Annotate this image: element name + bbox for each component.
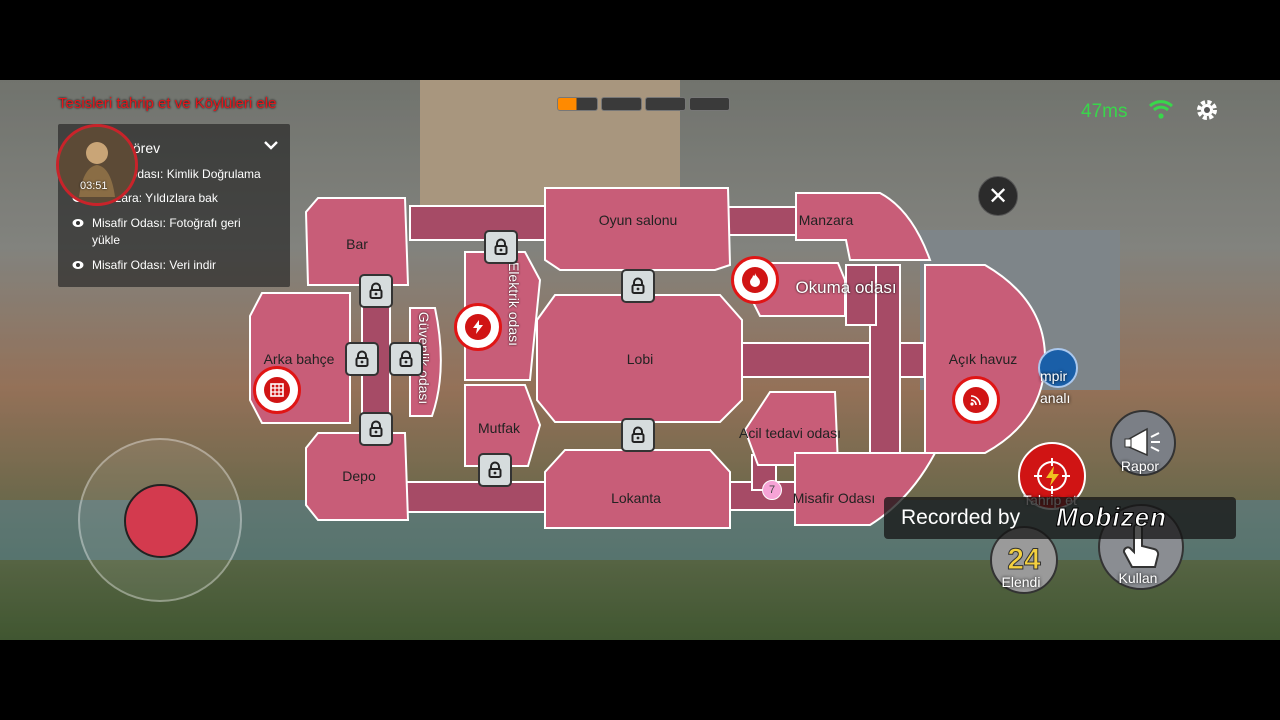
sabotage-target-arka-bahce[interactable] — [253, 366, 301, 414]
door-lock-arka-bahce[interactable] — [345, 342, 379, 376]
report-label: Rapor — [1120, 458, 1160, 474]
eliminated-count: 24 — [1007, 543, 1041, 577]
door-lock-lokanta[interactable] — [621, 418, 655, 452]
label-elektrik: Elektrik odası — [506, 261, 522, 347]
lock-icon — [355, 350, 369, 367]
ping-readout: 47ms — [1081, 101, 1128, 122]
room-bar — [304, 197, 410, 286]
door-lock-depo[interactable] — [359, 412, 393, 446]
sabotage-target-acik-havuz[interactable] — [952, 376, 1000, 424]
lock-icon — [631, 426, 645, 443]
recorder-text: Recorded by — [901, 506, 1021, 529]
player-pin: 7 — [762, 480, 782, 500]
door-lock-bar[interactable] — [359, 274, 393, 308]
room-depo — [305, 432, 410, 521]
corridor-okuma-link — [845, 264, 877, 326]
lightning-icon — [473, 320, 483, 334]
corridor-top-left — [409, 205, 551, 241]
progress-segment — [601, 97, 642, 111]
player-avatar — [56, 124, 138, 206]
label-acik-havuz: Açık havuz — [948, 351, 1018, 367]
lock-icon — [399, 350, 413, 367]
task-progress-bar — [557, 97, 730, 111]
room-lobi — [536, 294, 743, 423]
door-lock-guvenlik[interactable] — [389, 342, 423, 376]
label-bar: Bar — [346, 236, 368, 252]
gear-icon[interactable] — [1194, 97, 1220, 123]
room-lokanta — [544, 449, 731, 529]
label-lobi: Lobi — [626, 351, 654, 367]
recorder-watermark: Recorded by Mobizen — [884, 497, 1236, 539]
report-button[interactable] — [1110, 410, 1176, 476]
close-map-button[interactable]: ✕ — [978, 176, 1018, 216]
recorder-logo: Mobizen — [1056, 502, 1167, 533]
task-text: Misafir Odası: Fotoğrafı geri yükle — [92, 216, 241, 247]
room-guvenlik — [409, 307, 442, 417]
label-depo: Depo — [342, 468, 376, 484]
sabotage-icon — [1034, 458, 1070, 494]
corridor-bottom-left — [404, 481, 551, 513]
fire-icon — [750, 273, 760, 287]
objective-text: Tesisleri tahrip et ve Köylüleri ele — [58, 95, 277, 112]
corridor-top-mid — [725, 206, 797, 236]
eye-icon — [72, 261, 84, 269]
label-manzara: Manzara — [798, 212, 854, 228]
progress-segment — [557, 97, 598, 111]
label-mutfak: Mutfak — [477, 420, 521, 436]
lock-icon — [631, 277, 645, 294]
door-lock-elektrik[interactable] — [484, 230, 518, 264]
wifi-icon — [1148, 100, 1174, 119]
lock-icon — [494, 238, 508, 255]
room-oyun-salonu — [544, 187, 732, 271]
label-acil: Acil tedavi odası — [739, 425, 841, 441]
vampire-channel-icon[interactable] — [1038, 348, 1078, 388]
vampire-channel-label-2: analı — [1040, 390, 1071, 406]
chevron-down-icon[interactable] — [262, 136, 280, 154]
label-okuma: Okuma odası — [795, 278, 897, 297]
lock-icon — [369, 420, 383, 437]
label-oyun-salonu: Oyun salonu — [598, 212, 678, 228]
label-arka-bahce: Arka bahçe — [263, 351, 335, 367]
label-lokanta: Lokanta — [611, 490, 661, 506]
task-item: Misafir Odası: Veri indir — [72, 257, 272, 274]
joystick-knob[interactable] — [124, 484, 198, 558]
label-misafir: Misafir Odası — [792, 490, 876, 506]
progress-segment — [645, 97, 686, 111]
progress-segment — [689, 97, 730, 111]
round-timer: 03:51 — [80, 180, 108, 192]
task-item: Misafir Odası: Fotoğrafı geri yükle — [72, 215, 272, 249]
task-text: Misafir Odası: Veri indir — [92, 258, 217, 272]
use-label: Kullan — [1118, 570, 1158, 586]
close-icon: ✕ — [987, 182, 1009, 210]
game-viewport: Bar Arka bahçe Depo Güvenlik odası Elekt… — [0, 80, 1280, 640]
megaphone-icon — [1124, 427, 1160, 457]
eye-icon — [72, 219, 84, 227]
room-mutfak — [464, 384, 542, 467]
door-lock-mutfak[interactable] — [478, 453, 512, 487]
grid-icon — [270, 383, 284, 397]
eliminated-label: Elendi — [1001, 574, 1041, 590]
signal-icon — [970, 395, 981, 406]
vampire-channel-label-1: mpir — [1040, 368, 1068, 384]
sabotage-target-okuma[interactable] — [731, 256, 779, 304]
lock-icon — [488, 461, 502, 478]
lock-icon — [369, 282, 383, 299]
door-lock-oyun-salonu[interactable] — [621, 269, 655, 303]
room-manzara — [795, 192, 932, 261]
sabotage-target-elektrik[interactable] — [454, 303, 502, 351]
character-portrait-icon — [59, 127, 135, 203]
